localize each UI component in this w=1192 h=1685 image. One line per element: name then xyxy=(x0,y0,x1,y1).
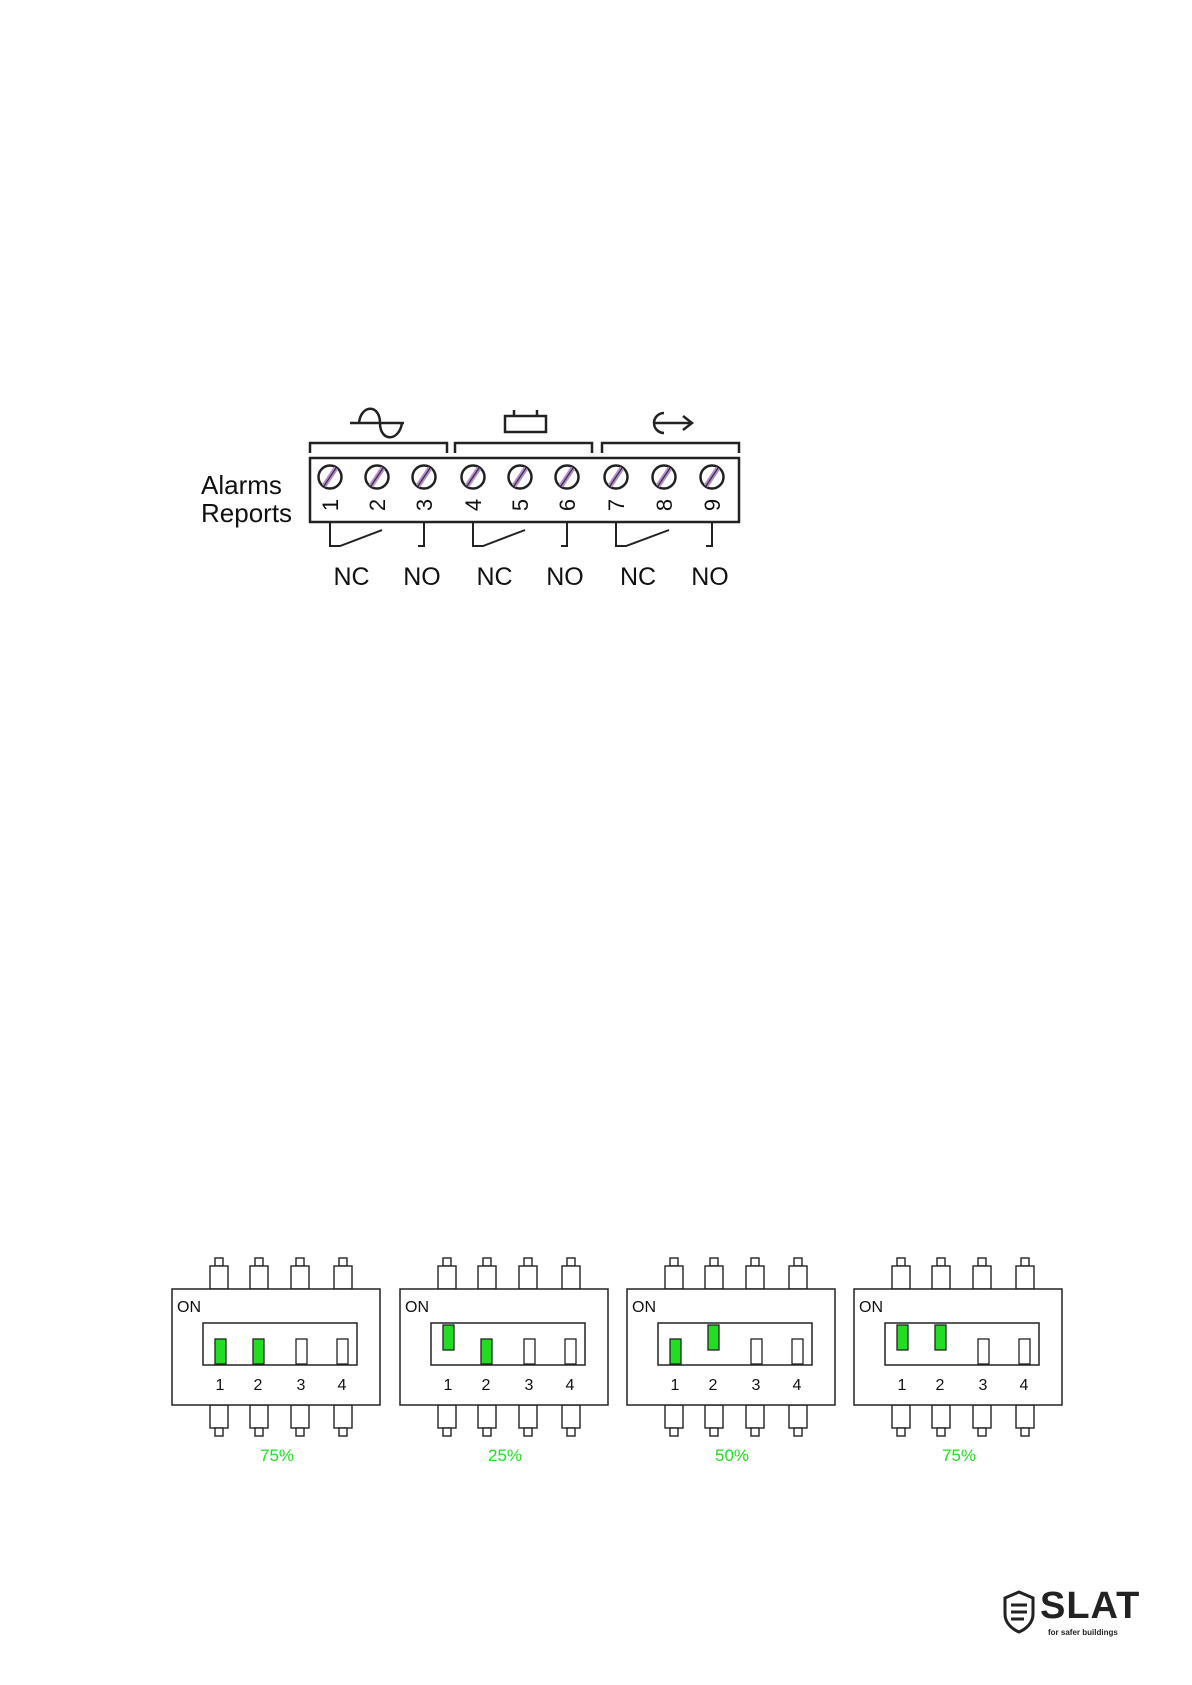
dip-caption: 25% xyxy=(488,1446,522,1465)
dip-switch-number: 4 xyxy=(793,1377,802,1394)
dip-switch-number: 4 xyxy=(1020,1377,1029,1394)
dip-switch-number: 2 xyxy=(482,1377,491,1394)
dip-switch-number: 3 xyxy=(525,1377,534,1394)
dip-toggle-2[interactable] xyxy=(708,1325,719,1350)
dip-switch-number: 3 xyxy=(979,1377,988,1394)
dip-switch-number: 3 xyxy=(752,1377,761,1394)
dip-toggle-4[interactable] xyxy=(1019,1339,1030,1364)
dip-toggle-3[interactable] xyxy=(978,1339,989,1364)
dip-on-label: ON xyxy=(632,1299,656,1316)
dip-toggle-1[interactable] xyxy=(215,1339,226,1364)
dip-toggle-3[interactable] xyxy=(296,1339,307,1364)
dip-switch-2: ON 1 2 3 4 25% xyxy=(400,1258,608,1465)
dip-switch-number: 3 xyxy=(297,1377,306,1394)
dip-switch-4: ON 1 2 3 4 75% xyxy=(854,1258,1062,1465)
dip-toggle-2[interactable] xyxy=(253,1339,264,1364)
dip-switch-number: 1 xyxy=(444,1377,453,1394)
dip-toggle-1[interactable] xyxy=(443,1325,454,1350)
dip-switch-3: ON 1 2 3 4 50% xyxy=(627,1258,835,1465)
dip-toggle-3[interactable] xyxy=(524,1339,535,1364)
dip-switch-number: 2 xyxy=(709,1377,718,1394)
dip-toggle-1[interactable] xyxy=(670,1339,681,1364)
shield-icon xyxy=(1002,1590,1036,1634)
dip-caption: 50% xyxy=(715,1446,749,1465)
slat-logo: SLAT for safer buildings xyxy=(1002,1588,1142,1646)
dip-switch-number: 4 xyxy=(566,1377,575,1394)
logo-wordmark: SLAT xyxy=(1040,1586,1140,1626)
dip-toggle-2[interactable] xyxy=(935,1325,946,1350)
dip-switch-number: 2 xyxy=(254,1377,263,1394)
dip-switch-number: 2 xyxy=(936,1377,945,1394)
dip-switch-1: ON 1 2 3 4 75% xyxy=(172,1258,380,1465)
dip-toggle-4[interactable] xyxy=(337,1339,348,1364)
dip-switch-number: 1 xyxy=(898,1377,907,1394)
dip-on-label: ON xyxy=(859,1299,883,1316)
dip-switch-number: 4 xyxy=(338,1377,347,1394)
dip-toggle-3[interactable] xyxy=(751,1339,762,1364)
dip-on-label: ON xyxy=(405,1299,429,1316)
dip-switch-number: 1 xyxy=(216,1377,225,1394)
dip-toggle-4[interactable] xyxy=(565,1339,576,1364)
dip-toggle-4[interactable] xyxy=(792,1339,803,1364)
dip-caption: 75% xyxy=(260,1446,294,1465)
dip-caption: 75% xyxy=(942,1446,976,1465)
logo-tagline: for safer buildings xyxy=(1048,1628,1118,1637)
dip-switch-number: 1 xyxy=(671,1377,680,1394)
dip-toggle-2[interactable] xyxy=(481,1339,492,1364)
dip-on-label: ON xyxy=(177,1299,201,1316)
dip-toggle-1[interactable] xyxy=(897,1325,908,1350)
